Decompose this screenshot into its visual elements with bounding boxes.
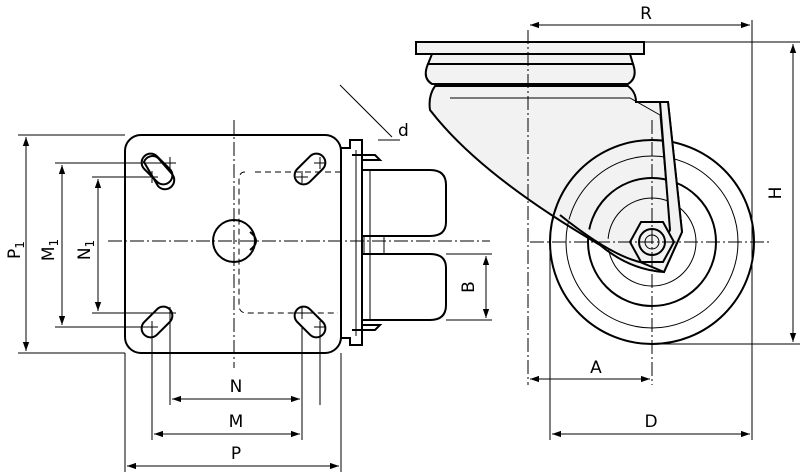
label-P: P	[231, 444, 241, 464]
slot-hole-bottom-right	[293, 305, 327, 339]
plate-top-view	[108, 84, 490, 368]
kingpin-notch	[249, 231, 257, 251]
mounting-plate	[124, 134, 342, 354]
label-B: B	[459, 281, 479, 293]
slot-hole-top-right	[293, 152, 327, 186]
label-H: H	[766, 187, 786, 200]
hidden-swivel-housing	[238, 171, 340, 314]
caster-side-view	[415, 30, 770, 385]
swivel-race-lower	[424, 63, 636, 85]
label-M1: M1	[39, 239, 61, 261]
label-A: A	[590, 358, 602, 378]
label-R: R	[640, 4, 652, 24]
side-dimensions: R H A D	[530, 4, 800, 440]
label-N: N	[230, 377, 243, 397]
label-N1: N1	[75, 240, 97, 260]
label-D: D	[644, 412, 657, 432]
swivel-race-upper	[426, 53, 635, 65]
d-dimension-leader	[339, 84, 393, 138]
side-top-plate	[415, 41, 645, 55]
fork-body	[428, 85, 684, 274]
plate-dimensions: P1 M1 N1 N M P B d	[5, 121, 492, 472]
label-d: d	[398, 121, 409, 141]
label-M: M	[229, 412, 244, 432]
label-P1: P1	[5, 241, 27, 259]
slot-hole-top-left	[142, 155, 176, 191]
wheel-top-view	[361, 169, 447, 321]
